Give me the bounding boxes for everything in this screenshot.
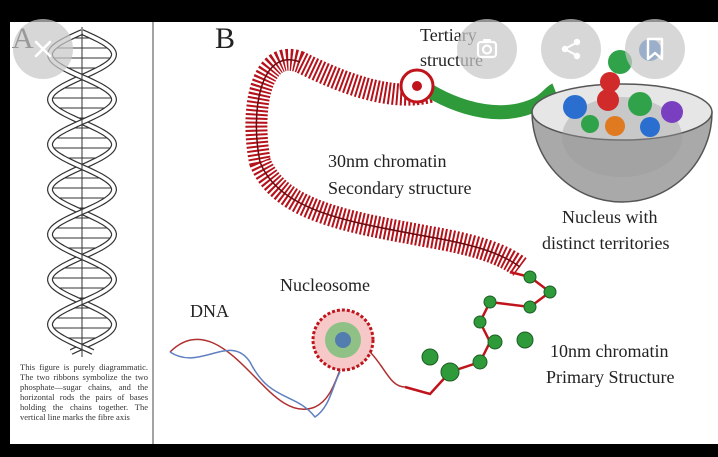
chromosome-territories bbox=[563, 39, 683, 137]
label-primary-2: Primary Structure bbox=[546, 367, 675, 387]
label-secondary-2: Secondary structure bbox=[328, 178, 472, 198]
close-icon bbox=[34, 40, 52, 58]
panel-b-letter: B bbox=[215, 22, 236, 55]
close-button[interactable] bbox=[13, 19, 73, 79]
secondary-fiber-outline bbox=[255, 59, 521, 268]
chromatin-illustration bbox=[46, 22, 713, 444]
double-helix-drawing bbox=[46, 27, 118, 357]
bookmark-button[interactable] bbox=[625, 19, 685, 79]
figure-image: A B Tertiary structure 30nm chromatin Se… bbox=[10, 22, 718, 444]
lens-icon bbox=[476, 39, 498, 59]
label-secondary-1: 30nm chromatin bbox=[328, 151, 447, 171]
label-nucleosome: Nucleosome bbox=[280, 275, 370, 295]
lens-button[interactable] bbox=[457, 19, 517, 79]
figure-caption: This figure is purely diagrammatic. The … bbox=[20, 362, 148, 422]
dna-strand-1 bbox=[169, 338, 341, 410]
label-nucleus-2: distinct territories bbox=[542, 233, 670, 253]
label-dna: DNA bbox=[190, 301, 229, 321]
dna-strand-2 bbox=[169, 349, 341, 419]
label-primary-1: 10nm chromatin bbox=[550, 341, 669, 361]
label-nucleus-1: Nucleus with bbox=[562, 207, 658, 227]
nucleosome-beads bbox=[421, 270, 557, 382]
bookmark-icon bbox=[646, 37, 664, 61]
share-icon bbox=[561, 38, 581, 60]
share-button[interactable] bbox=[541, 19, 601, 79]
